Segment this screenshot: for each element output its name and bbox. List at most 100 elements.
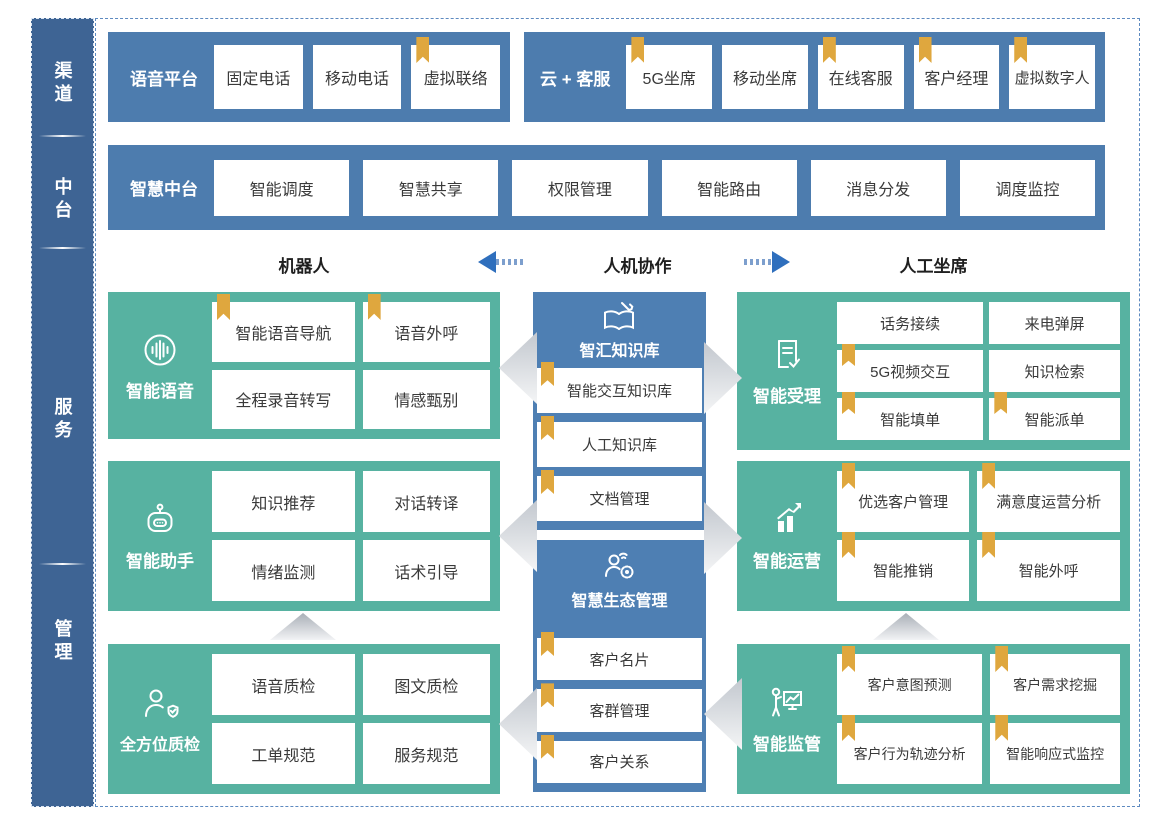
sidebar-divider [39, 135, 86, 137]
platform-box: 智能调度 [214, 159, 350, 216]
block-eco-management: 智慧生态管理 客户名片 客群管理 客户关系 [533, 540, 706, 792]
feature-box: 服务规范 [362, 723, 490, 784]
feature-box: 智能语音导航 [212, 294, 355, 362]
bookmark-icon [822, 37, 836, 63]
bookmark-icon [842, 463, 855, 489]
agent-column-header: 人工坐席 [899, 257, 968, 276]
bookmark-icon [842, 392, 855, 414]
feature-box: 全程录音转写 [212, 369, 355, 429]
feature-box: 优选客户管理 [837, 463, 970, 532]
feature-box: 语音质检 [212, 654, 355, 715]
voice-platform-bar: 语音平台 固定电话 移动电话 虚拟联络 [108, 32, 510, 122]
feature-box: 智能响应式监控 [990, 715, 1120, 784]
bookmark-icon [982, 532, 996, 558]
channel-box: 在线客服 [817, 37, 904, 109]
feature-box: 5G视频交互 [837, 344, 984, 392]
feature-box: 话务接续 [837, 302, 984, 344]
bookmark-icon [541, 683, 554, 708]
voice-platform-label: 语音平台 [130, 69, 198, 89]
block-smart-acceptance: 智能受理 话务接续 来电弹屏 5G视频交互 知识检索 智能填单 智能派单 [737, 292, 1130, 450]
form-check-icon [767, 335, 807, 375]
feature-box: 知识检索 [989, 350, 1120, 392]
block-label: 智能语音 [126, 381, 194, 401]
feature-box: 情绪监测 [212, 540, 355, 601]
block-smart-operation: 智能运营 优选客户管理 满意度运营分析 智能推销 智能外呼 [737, 461, 1130, 611]
bookmark-icon [367, 294, 381, 320]
outer-dashed-frame [95, 18, 1140, 807]
arrow-left-icon [478, 251, 524, 273]
feature-box: 智能外呼 [977, 532, 1120, 601]
bookmark-icon [1014, 37, 1028, 63]
bookmark-icon [541, 470, 554, 494]
bookmark-icon [541, 734, 554, 759]
platform-box: 调度监控 [959, 159, 1096, 216]
cloud-service-bar: 云 + 客服 5G坐席 移动坐席 在线客服 客户经理 虚拟数字人 [524, 32, 1105, 122]
layer-sidebar: 渠道 中台 服务 管理 [31, 18, 94, 807]
layer-label-channel: 渠道 [52, 61, 73, 107]
feature-box: 客户需求挖掘 [990, 646, 1120, 715]
channel-box: 5G坐席 [626, 37, 713, 109]
block-label: 智能助手 [126, 552, 194, 571]
feature-box: 客户意图预测 [837, 646, 983, 715]
channel-box: 移动坐席 [722, 45, 808, 109]
feature-box: 话术引导 [362, 540, 490, 601]
cloud-service-label: 云 + 客服 [540, 69, 611, 89]
block-label: 全方位质检 [119, 736, 200, 754]
feature-box: 来电弹屏 [989, 302, 1120, 344]
knowledge-box: 人工知识库 [537, 416, 702, 467]
feature-box: 工单规范 [212, 723, 355, 784]
eco-person-icon [597, 548, 641, 584]
platform-box: 权限管理 [512, 159, 648, 216]
book-pen-icon [596, 300, 642, 334]
knowledge-box: 智能交互知识库 [537, 362, 702, 413]
bookmark-icon [217, 294, 230, 320]
feature-box: 客户行为轨迹分析 [837, 715, 983, 784]
bookmark-icon [842, 646, 855, 672]
bookmark-icon [995, 646, 1009, 672]
inspector-icon [139, 684, 181, 724]
knowledge-box: 文档管理 [537, 470, 702, 521]
feature-box: 知识推荐 [212, 471, 355, 532]
platform-box: 智慧共享 [363, 159, 499, 216]
bookmark-icon [842, 715, 855, 741]
middle-platform-items: 智能调度 智慧共享 权限管理 智能路由 消息分发 调度监控 [214, 159, 1096, 216]
block-label: 智慧生态管理 [571, 593, 668, 610]
bookmark-icon [631, 37, 645, 63]
feature-box: 语音外呼 [362, 294, 490, 362]
knowledge-box: 客群管理 [537, 683, 702, 732]
channel-box: 虚拟联络 [411, 37, 501, 109]
bookmark-icon [994, 392, 1008, 414]
block-quality-inspection: 全方位质检 语音质检 图文质检 工单规范 服务规范 [108, 644, 500, 794]
platform-box: 智能路由 [661, 159, 797, 216]
block-label: 智汇知识库 [579, 343, 660, 360]
block-label: 智能运营 [753, 552, 821, 571]
robot-icon [140, 500, 180, 540]
middle-platform-bar: 智慧中台 智能调度 智慧共享 权限管理 智能路由 消息分发 调度监控 [108, 145, 1105, 230]
layer-label-service: 服务 [52, 397, 73, 443]
bookmark-icon [842, 532, 855, 558]
channel-box: 移动电话 [312, 45, 402, 109]
cloud-service-items: 5G坐席 移动坐席 在线客服 客户经理 虚拟数字人 [626, 37, 1095, 109]
monitor-board-icon [766, 683, 808, 723]
bookmark-icon [541, 416, 554, 440]
sidebar-divider [39, 563, 86, 565]
bookmark-icon [416, 37, 430, 63]
block-smart-supervision: 智能监管 客户意图预测 客户需求挖掘 客户行为轨迹分析 智能响应式监控 [737, 644, 1130, 794]
feature-box: 满意度运营分析 [977, 463, 1120, 532]
channel-box: 客户经理 [913, 37, 1000, 109]
block-label: 智能受理 [753, 387, 821, 406]
knowledge-box: 客户名片 [537, 632, 702, 681]
robot-column-header: 机器人 [278, 257, 330, 276]
feature-box: 智能填单 [837, 392, 984, 440]
block-smart-assistant: 智能助手 知识推荐 对话转译 情绪监测 话术引导 [108, 461, 500, 611]
feature-box: 智能推销 [837, 532, 970, 601]
chart-up-icon [767, 500, 807, 540]
feature-box: 智能派单 [989, 392, 1120, 440]
channel-box: 固定电话 [214, 45, 303, 109]
bookmark-icon [842, 344, 855, 366]
bookmark-icon [982, 463, 996, 489]
voice-icon [140, 330, 180, 370]
block-knowledge-hub: 智汇知识库 智能交互知识库 人工知识库 文档管理 [533, 292, 706, 530]
platform-box: 消息分发 [810, 159, 946, 216]
